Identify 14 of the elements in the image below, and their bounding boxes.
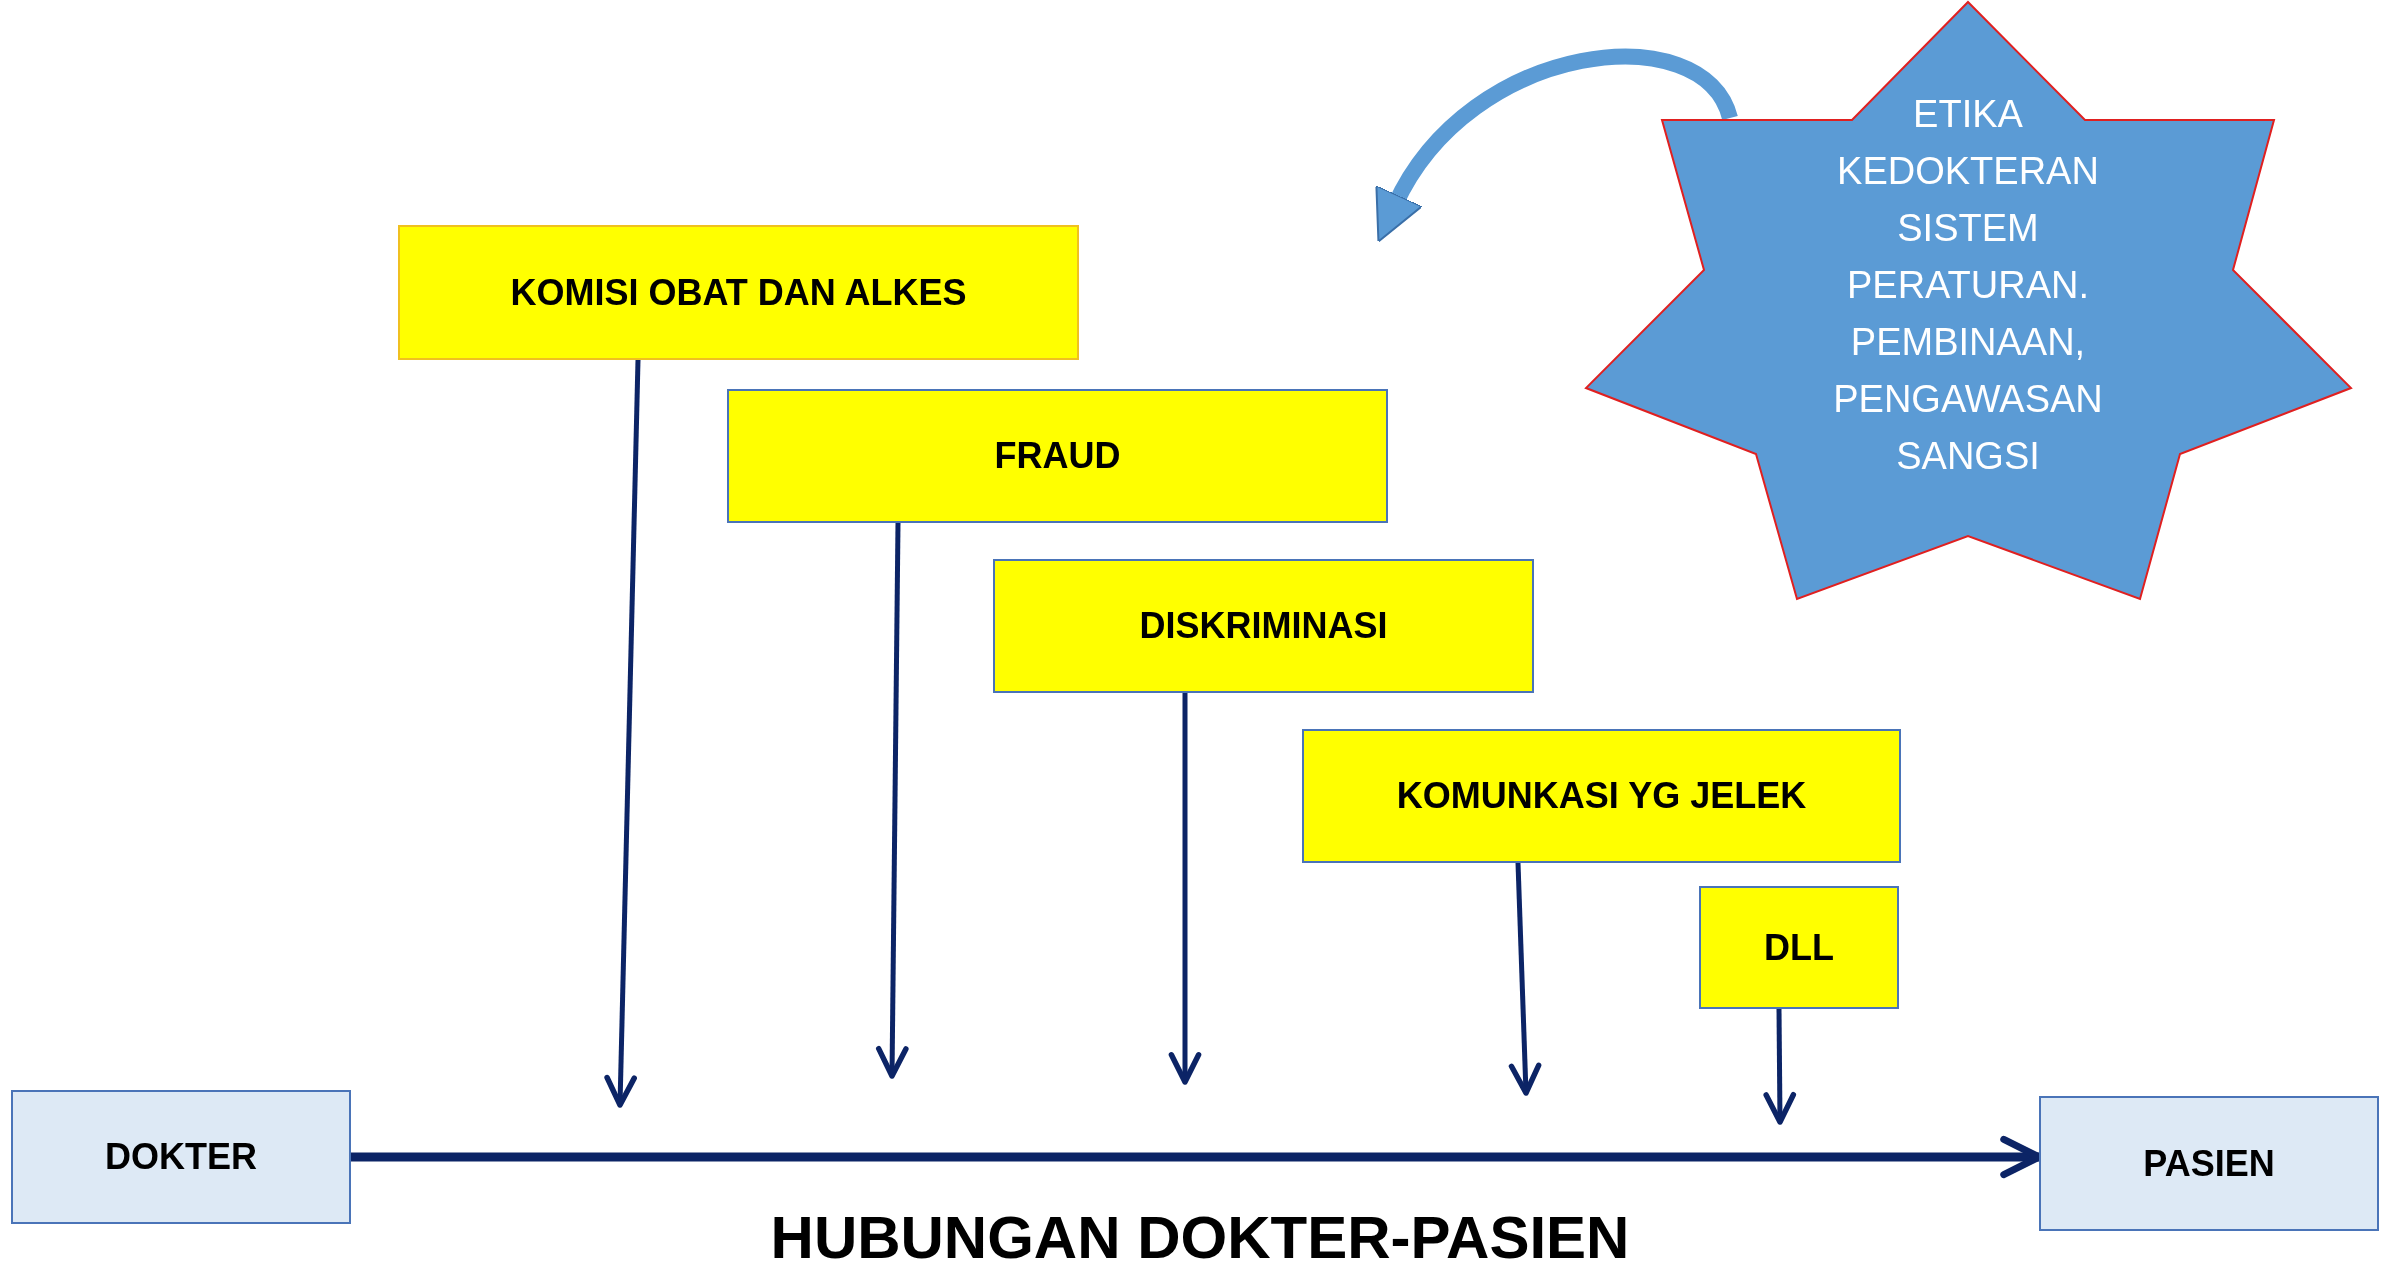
label-box: DLL bbox=[1699, 886, 1899, 1009]
star-text: ETIKA KEDOKTERAN SISTEM PERATURAN. PEMBINAAN, PENGAWASAN SANGSI bbox=[1832, 92, 2104, 479]
label-box: KOMISI OBAT DAN ALKES bbox=[398, 225, 1079, 360]
arrow bbox=[1168, 693, 1202, 1085]
arrow bbox=[876, 522, 909, 1079]
arrow bbox=[604, 359, 641, 1108]
diagram-title: HUBUNGAN DOKTER-PASIEN bbox=[770, 1203, 1630, 1270]
label-box: KOMUNKASI YG JELEK bbox=[1302, 729, 1901, 863]
arrow bbox=[1763, 1008, 1797, 1125]
label-box: DOKTER bbox=[11, 1090, 351, 1224]
arrow bbox=[1508, 862, 1542, 1096]
label-box: DISKRIMINASI bbox=[993, 559, 1534, 693]
label-box: PASIEN bbox=[2039, 1096, 2379, 1231]
label-box: FRAUD bbox=[727, 389, 1388, 523]
